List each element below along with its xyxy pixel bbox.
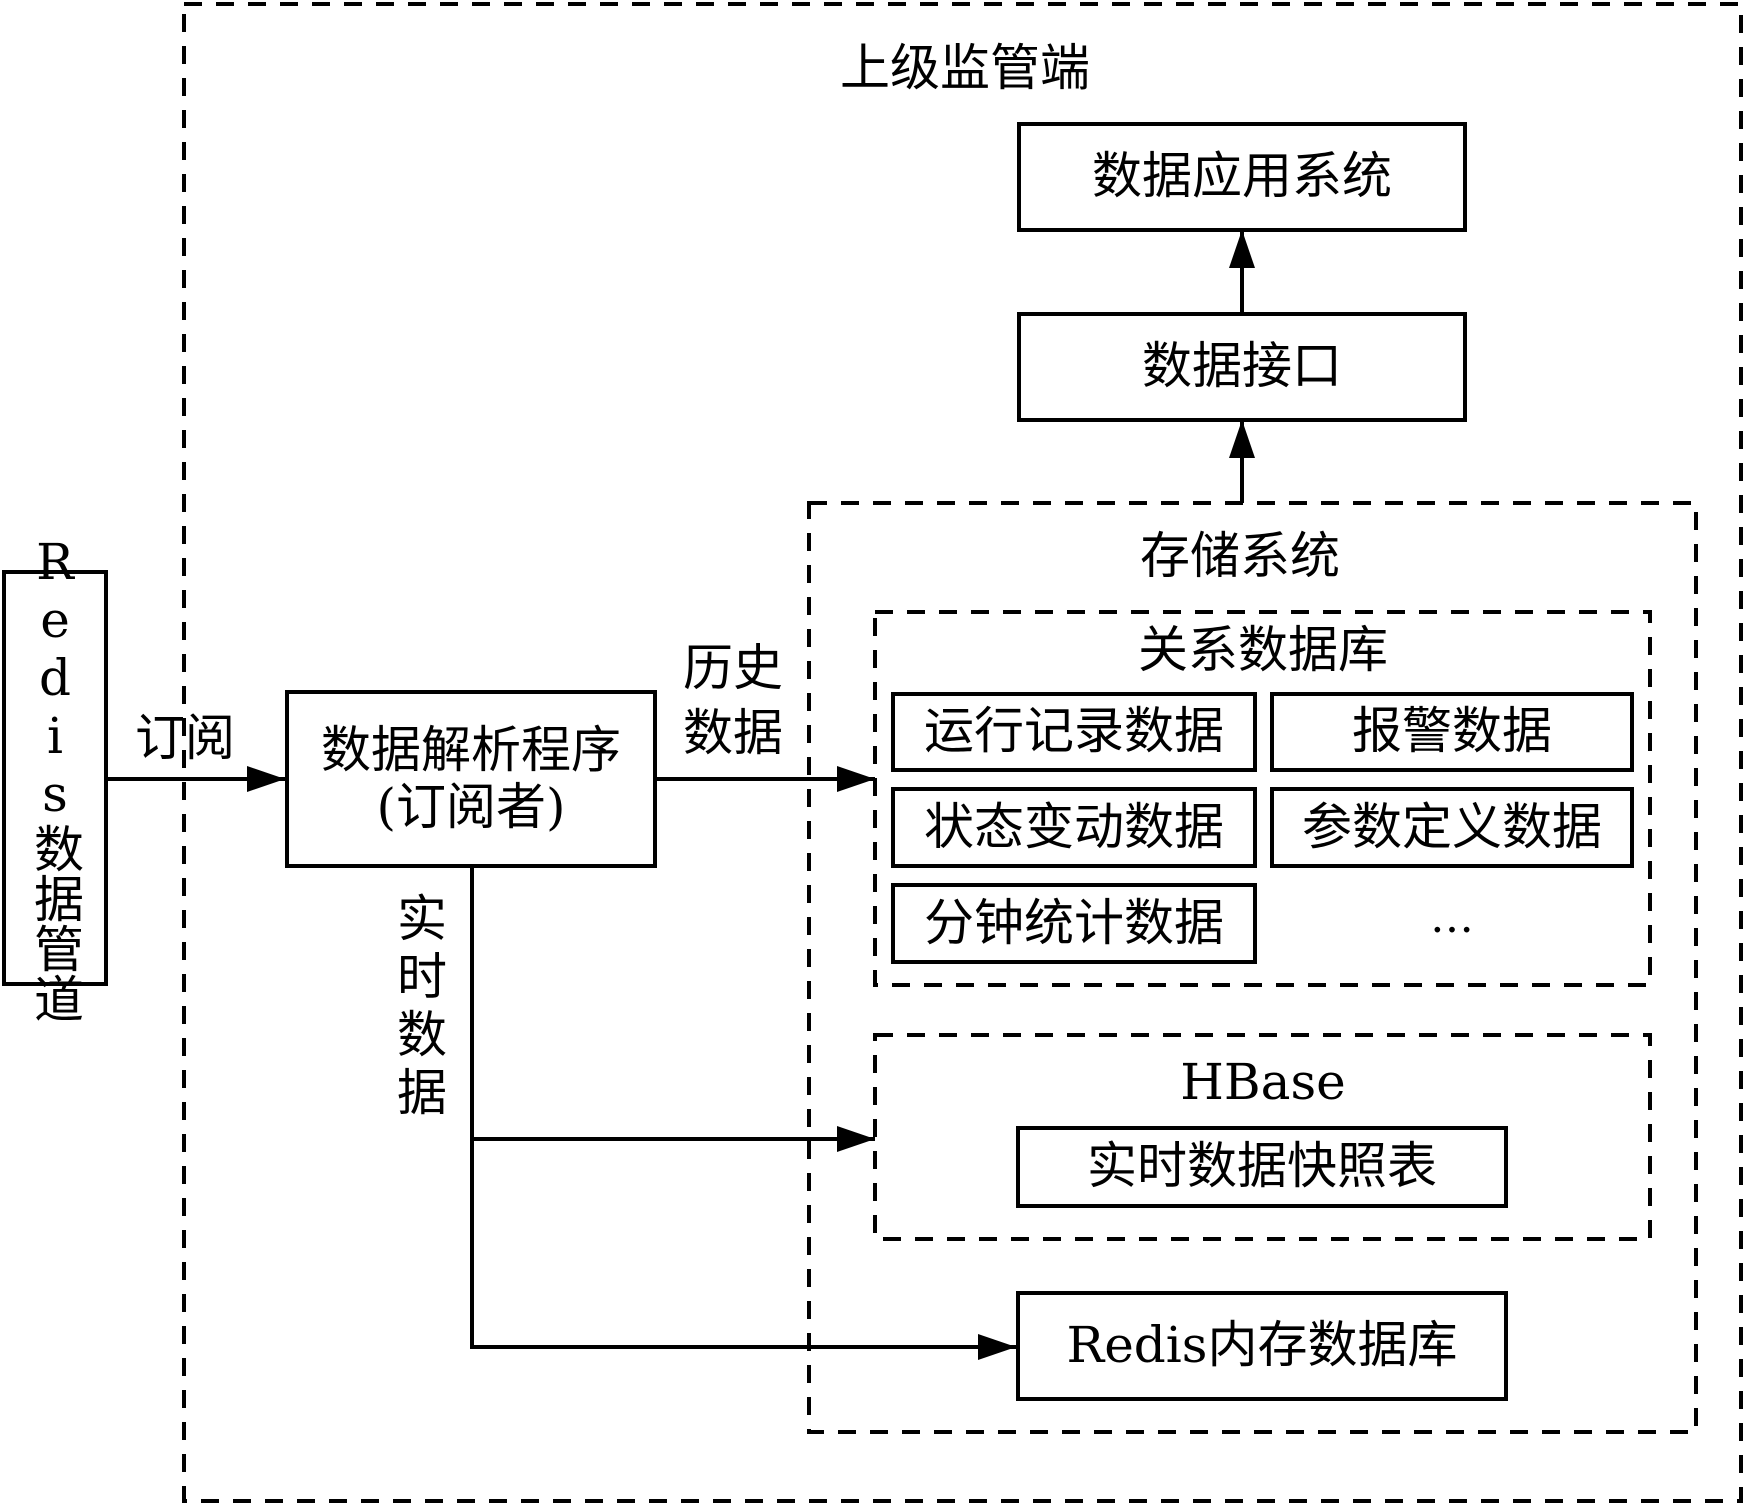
redis-pipeline-box[interactable]: Redis数据管道	[2, 533, 108, 1023]
rdb-table-state-changes[interactable]: 状态变动数据	[891, 787, 1257, 868]
hbase-snapshot-table-box[interactable]: 实时数据快照表	[1016, 1126, 1508, 1208]
rdb-table-run-records[interactable]: 运行记录数据	[891, 692, 1257, 772]
rdb-table-parameter-definitions[interactable]: 参数定义数据	[1270, 787, 1634, 868]
parser-subtitle: (订阅者)	[376, 778, 566, 836]
outer-region-title: 上级监管端	[840, 39, 1090, 97]
rdb-region-border	[873, 610, 1652, 987]
rdb-table-label: 分钟统计数据	[924, 893, 1224, 952]
parser-box[interactable]: 数据解析程序 (订阅者)	[285, 690, 657, 868]
app-system-box[interactable]: 数据应用系统	[1017, 122, 1467, 232]
rdb-table-minute-stats[interactable]: 分钟统计数据	[891, 883, 1257, 964]
parser-title: 数据解析程序	[321, 720, 621, 779]
rdb-table-alarms[interactable]: 报警数据	[1270, 692, 1634, 772]
history-label-line1: 历史	[683, 639, 783, 697]
rdb-table-label: 状态变动数据	[924, 797, 1224, 856]
outer-region-border	[182, 2, 1743, 1503]
storage-region-border	[807, 501, 1698, 1434]
subscribe-label: 订阅	[135, 709, 235, 767]
redis-pipeline-label: Redis数据管道	[26, 533, 84, 1023]
rdb-table-label: 报警数据	[1352, 702, 1552, 761]
storage-title: 存储系统	[1140, 527, 1340, 585]
rdb-title: 关系数据库	[1138, 621, 1388, 679]
hbase-title: HBase	[1180, 1053, 1346, 1111]
data-interface-label: 数据接口	[1142, 337, 1342, 396]
hbase-snapshot-table-label: 实时数据快照表	[1087, 1137, 1437, 1196]
rdb-table-label: 运行记录数据	[924, 702, 1224, 761]
rdb-more-ellipsis: …	[1430, 892, 1474, 943]
redis-memory-db-label: Redis内存数据库	[1066, 1316, 1458, 1375]
app-system-label: 数据应用系统	[1092, 147, 1392, 206]
realtime-label: 实时数据	[389, 892, 447, 1124]
redis-memory-db-box[interactable]: Redis内存数据库	[1016, 1291, 1508, 1401]
history-label-line2: 数据	[683, 704, 783, 762]
data-interface-box[interactable]: 数据接口	[1017, 312, 1467, 422]
rdb-table-label: 参数定义数据	[1302, 797, 1602, 856]
